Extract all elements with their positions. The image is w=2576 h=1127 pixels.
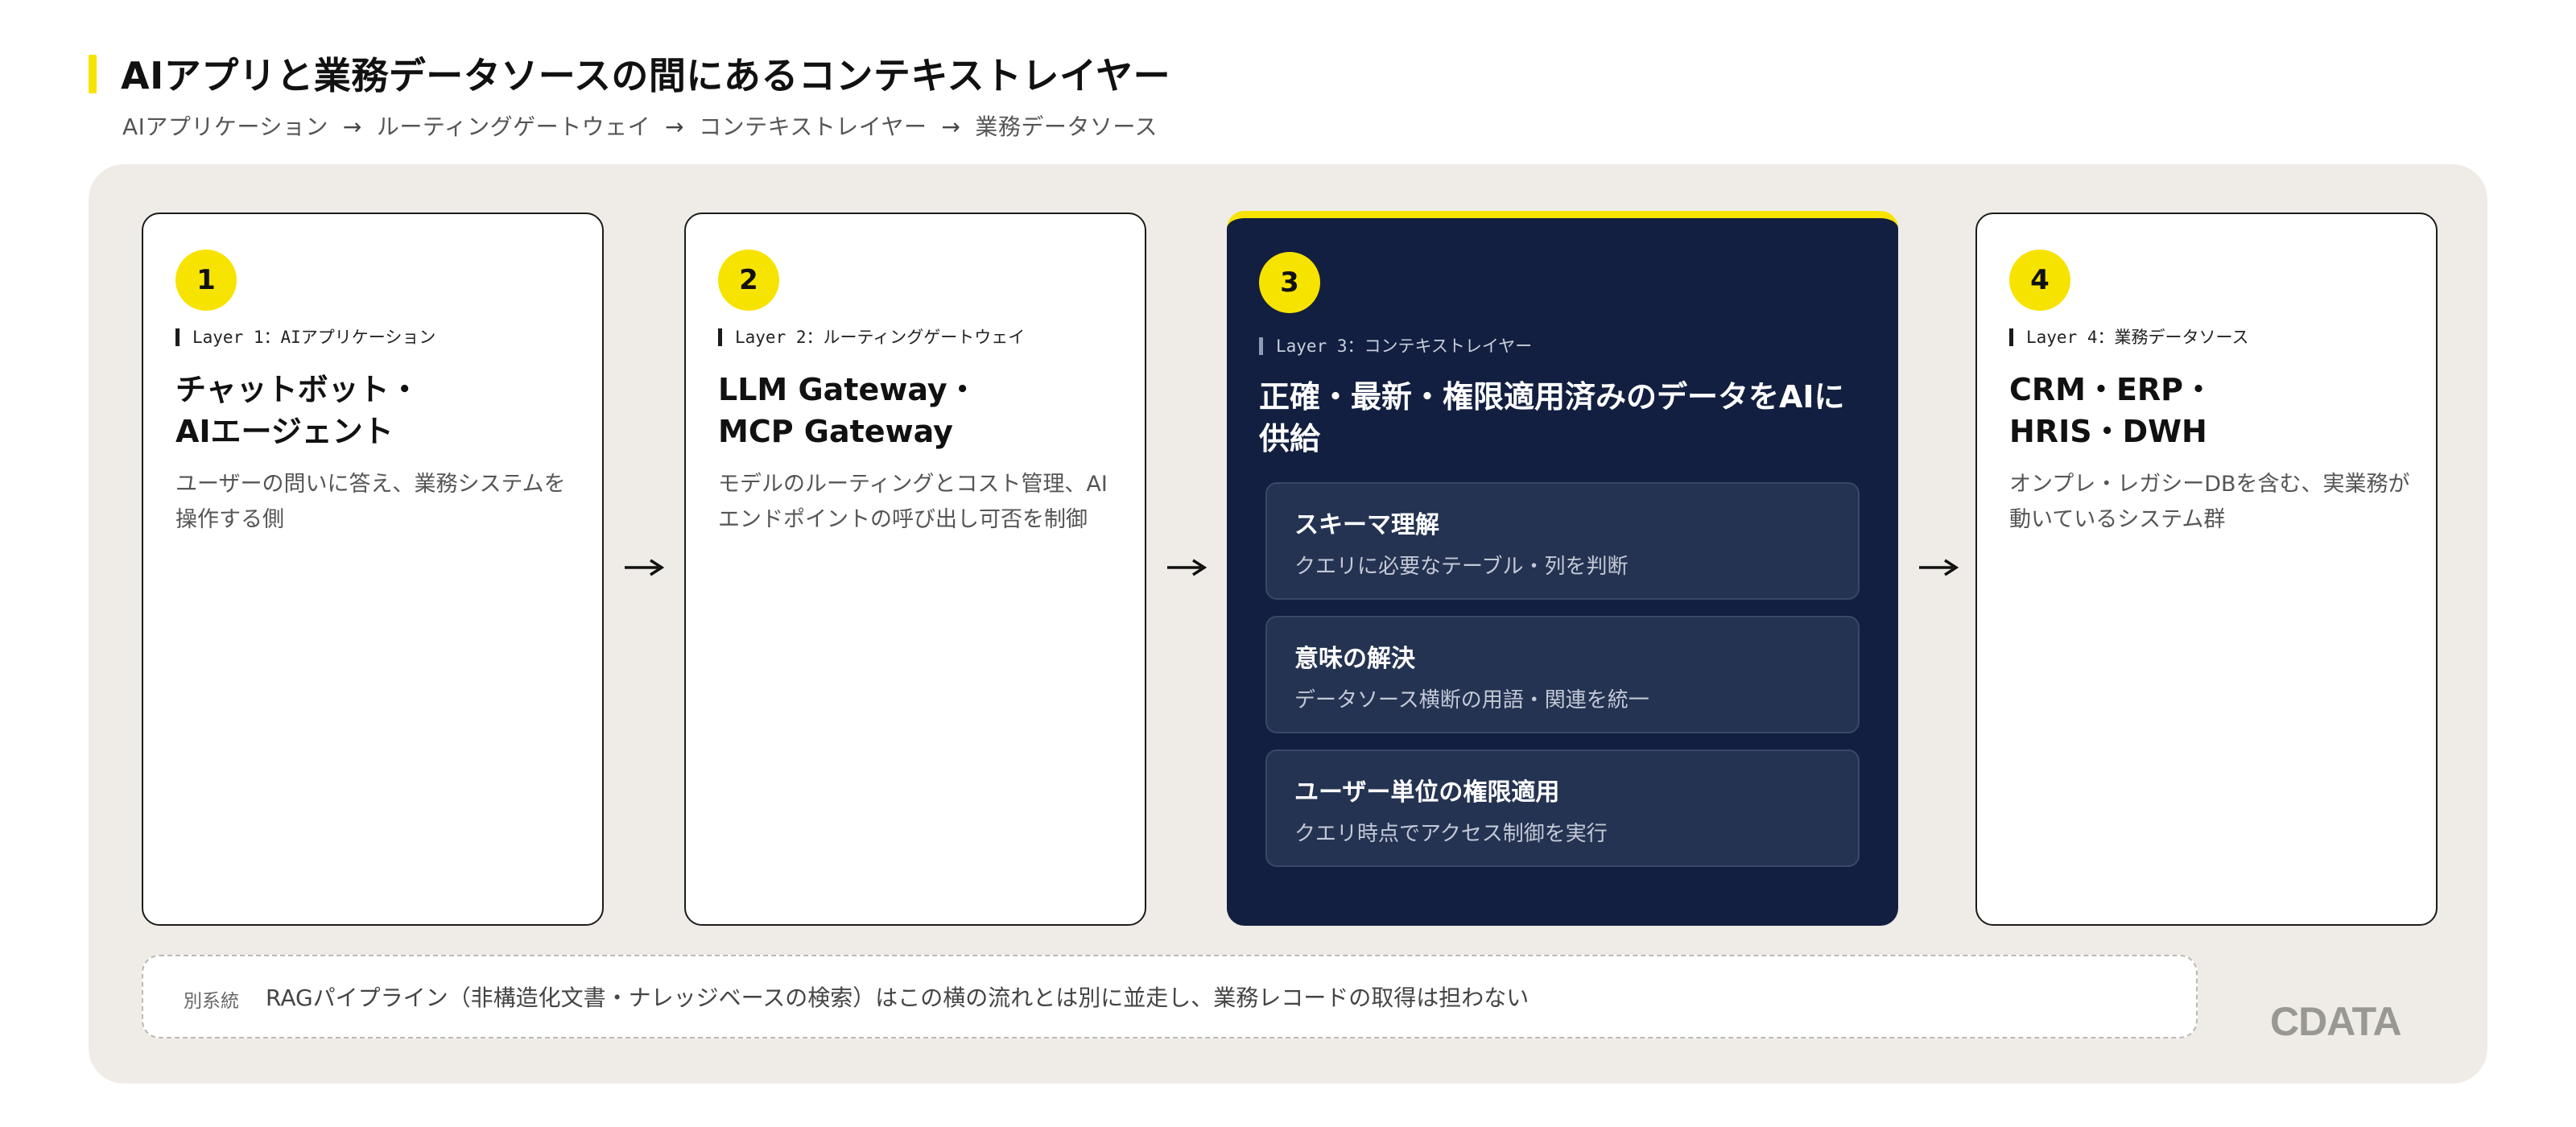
layer-number-badge: 3 [1259, 252, 1320, 313]
right-arrow-icon [1167, 559, 1208, 576]
architecture-panel: 1 Layer 1：AIアプリケーション チャットボット・ AIエージェント ユ… [89, 164, 2487, 1084]
capability-description: データソース横断の用語・関連を統一 [1294, 688, 1649, 712]
layer-tag: Layer 1：AIアプリケーション [175, 328, 436, 346]
layer-title-line: AIエージェント [175, 414, 394, 449]
layer-tag: Layer 3：コンテキストレイヤー [1259, 337, 1532, 355]
rag-note: 別系統 RAGパイプライン（非構造化文書・ナレッジベースの検索）はこの横の流れと… [142, 955, 2198, 1038]
layer-tag: Layer 4：業務データソース [2009, 328, 2248, 346]
capability-user-permissions: ユーザー単位の権限適用 クエリ時点でアクセス制御を実行 [1265, 749, 1860, 867]
flow-arrow-icon: → [665, 114, 685, 140]
layer-title: LLM Gateway・ MCP Gateway [718, 369, 1121, 452]
capability-title: ユーザー単位の権限適用 [1294, 778, 1560, 807]
layer-number-badge: 4 [2009, 250, 2070, 311]
title-accent-bar [89, 55, 97, 93]
layer-title: 正確・最新・権限適用済みのデータをAIに供給 [1259, 379, 1845, 456]
layer-tag: Layer 2：ルーティングゲートウェイ [718, 328, 1025, 346]
right-arrow-icon [625, 559, 665, 576]
right-arrow-icon [1919, 559, 1959, 576]
flow-step-1: AIアプリケーション [122, 114, 328, 140]
layer-title-line: CRM・ERP・ [2009, 372, 2215, 407]
layer-title-line: チャットボット・ [175, 372, 420, 407]
layer-title-line: LLM Gateway・ [718, 372, 978, 407]
note-text: RAGパイプライン（非構造化文書・ナレッジベースの検索）はこの横の流れとは別に並… [266, 985, 1530, 1011]
capability-title: 意味の解決 [1294, 645, 1415, 673]
capability-schema-understanding: スキーマ理解 クエリに必要なテーブル・列を判断 [1265, 482, 1860, 600]
layer-description: ユーザーの問いに答え、業務システムを操作する側 [175, 472, 566, 532]
cdata-logo: CDATA [2270, 1001, 2402, 1038]
capability-title: スキーマ理解 [1294, 511, 1439, 539]
capability-description: クエリ時点でアクセス制御を実行 [1294, 822, 1608, 846]
layer-title: CRM・ERP・ HRIS・DWH [2009, 369, 2412, 452]
layer-3-card: 3 Layer 3：コンテキストレイヤー 正確・最新・権限適用済みのデータをAI… [1227, 211, 1898, 926]
layer-description: オンプレ・レガシーDBを含む、実業務が動いているシステム群 [2009, 472, 2410, 532]
note-tag: 別系統 [184, 991, 239, 1012]
layer-2-card: 2 Layer 2：ルーティングゲートウェイ LLM Gateway・ MCP … [684, 213, 1146, 926]
page-title: AIアプリと業務データソースの間にあるコンテキストレイヤー [121, 54, 1171, 97]
flow-step-3: コンテキストレイヤー [699, 114, 927, 140]
layer-number-badge: 2 [718, 250, 779, 311]
layer-number-badge: 1 [175, 250, 237, 311]
flow-arrow-icon: → [941, 114, 961, 140]
flow-breadcrumb: AIアプリケーション → ルーティングゲートウェイ → コンテキストレイヤー → 業務データ… [122, 109, 1158, 142]
layer-title-line: MCP Gateway [718, 414, 953, 449]
layer-title: チャットボット・ AIエージェント [175, 369, 578, 452]
layer-4-card: 4 Layer 4：業務データソース CRM・ERP・ HRIS・DWH オンプ… [1975, 213, 2438, 926]
layer-1-card: 1 Layer 1：AIアプリケーション チャットボット・ AIエージェント ユ… [142, 213, 604, 926]
capability-description: クエリに必要なテーブル・列を判断 [1294, 555, 1629, 579]
flow-step-2: ルーティングゲートウェイ [376, 114, 651, 140]
capability-semantic-resolution: 意味の解決 データソース横断の用語・関連を統一 [1265, 616, 1860, 733]
layer-description: モデルのルーティングとコスト管理、AIエンドポイントの呼び出し可否を制御 [718, 472, 1108, 532]
flow-step-4: 業務データソース [975, 114, 1158, 140]
flow-arrow-icon: → [342, 114, 362, 140]
layer-title-line: HRIS・DWH [2009, 414, 2207, 449]
svg-text:CDATA: CDATA [2270, 1001, 2401, 1038]
